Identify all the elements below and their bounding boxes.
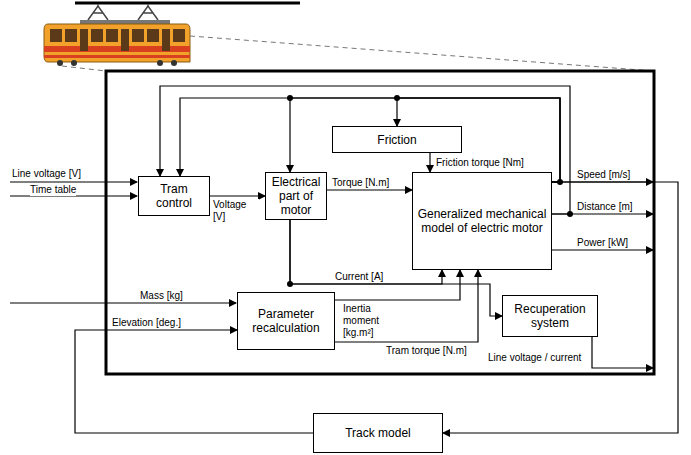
input-label: Mass [kg] [140,290,183,302]
zoom-line [190,36,654,71]
signal-connector [327,189,412,190]
input-label: Line voltage [V] [12,168,81,180]
output-label: Speed [m/s] [577,169,630,181]
overhead-wire [75,2,300,5]
signal-wires [10,182,653,368]
output-label: Distance [m] [577,201,633,213]
signal-connector [335,270,460,300]
junction-dots [287,95,573,287]
signal-label: Inertia moment [kg.m²] [343,303,395,339]
signal-label: Tram torque [N.m] [386,345,467,357]
process-box: Track model [313,413,443,453]
box-label: Generalized mechanical model of electric… [416,207,548,235]
box-label: Tram control [142,182,206,210]
signal-connector [335,270,478,342]
box-label: Parameter recalculation [241,307,331,335]
tram-illustration [44,4,190,66]
signal-label: Torque [N.m] [332,177,389,189]
box-label: Recuperation system [506,302,594,330]
model-box: Generalized mechanical model of electric… [412,172,552,270]
box-label: Electrical part of motor [269,175,323,217]
process-box: Parameter recalculation [237,292,335,350]
signal-label: Friction torque [Nm] [436,157,524,169]
signal-label: Elevation [deg.] [112,317,181,329]
output-label: Power [kW] [577,237,628,249]
process-box: Friction [332,126,462,153]
signal-connector [429,153,430,172]
zoom-line [62,66,106,71]
box-label: Friction [377,133,416,147]
signal-connector [210,195,265,196]
system-boundary [106,71,654,374]
signal-connector [180,98,560,182]
control-box: Tram control [138,176,210,216]
process-box: Electrical part of motor [265,172,327,220]
signal-label: Current [A] [335,271,383,283]
signal-label: Voltage [V] [213,199,259,223]
process-box: Recuperation system [502,295,598,337]
box-label: Track model [345,426,411,440]
signal-connector [290,98,560,182]
input-label: Time table [30,184,76,196]
output-label: Line voltage / current [488,352,581,364]
